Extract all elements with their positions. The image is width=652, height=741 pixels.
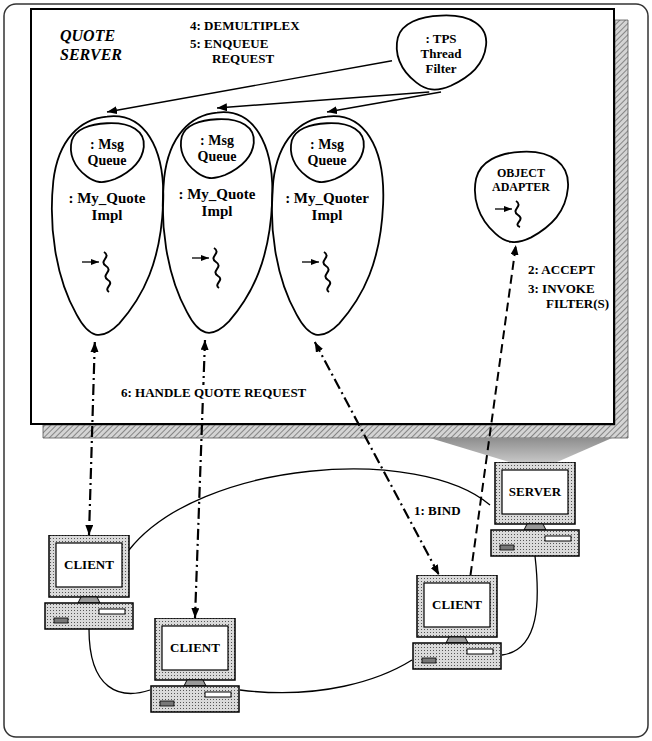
blob-path: [272, 116, 383, 335]
callout-label: 2: ACCEPT: [528, 262, 612, 277]
object-blob: : TPS Thread Filter: [392, 14, 490, 92]
computer-node: CLIENT: [412, 575, 502, 671]
thread-arrow: [495, 208, 512, 209]
object-label: : TPS Thread Filter: [410, 31, 472, 76]
callout-wedge: [430, 438, 612, 466]
network-wire: [89, 629, 150, 693]
object-label: : Msg Queue: [186, 133, 248, 165]
blob-path: [475, 152, 568, 242]
connector: [195, 340, 205, 618]
thread-arrow: [82, 261, 99, 262]
callout-label: 1: BIND: [414, 503, 461, 518]
thread-squiggle: [515, 201, 520, 227]
connector: [315, 342, 439, 575]
blob-path: [181, 119, 254, 178]
screen-label: SERVER: [502, 470, 568, 514]
object-label: : My_Quoter Impl: [278, 190, 376, 224]
blob-path: [291, 123, 364, 182]
callout-label: 6: HANDLE QUOTE REQUEST: [118, 385, 309, 400]
computer-icon: [413, 575, 501, 669]
thread-squiggle: [103, 252, 110, 292]
server-title: QUOTE SERVER: [60, 26, 155, 64]
object-label: : My_Quote Impl: [168, 186, 266, 220]
computer-icon: [45, 535, 133, 629]
blob-outline: [470, 150, 572, 245]
computer-node: SERVER: [490, 462, 580, 558]
network-wire: [502, 556, 537, 655]
network-wire: [129, 469, 490, 550]
blob-path: [52, 116, 163, 335]
server-box: QUOTE SERVER : TPS Thread Filter : My_Quot…: [30, 8, 615, 425]
object-label: : Msg Queue: [296, 137, 358, 169]
object-blob: : Msg Queue: [287, 122, 367, 184]
blob-path: [71, 123, 144, 182]
callout-label: 4: DEMULTIPLEX: [190, 18, 350, 33]
connector: [471, 245, 516, 575]
object-label: : Msg Queue: [76, 137, 138, 169]
object-blob: OBJECT ADAPTER: [470, 150, 572, 245]
outer-frame: [4, 4, 648, 737]
object-blob: : Msg Queue: [177, 118, 257, 180]
object-label: OBJECT ADAPTER: [482, 166, 560, 194]
thread-arrow: [192, 257, 209, 258]
connector: [327, 92, 441, 112]
blob-path: [163, 112, 273, 333]
object-blob: : My_Quote Impl : Msg Queue: [157, 108, 277, 340]
computer-icon: [491, 462, 579, 556]
thread-squiggle: [213, 248, 220, 288]
thread-arrow: [302, 261, 319, 262]
object-label: : My_Quote Impl: [58, 190, 156, 224]
blob-path: [397, 15, 487, 89]
computer-icon: [151, 618, 239, 712]
network-wire: [240, 660, 412, 693]
server-ground: [30, 8, 615, 425]
object-blob: : My_Quoter Impl : Msg Queue: [266, 112, 388, 342]
screen-label: CLIENT: [424, 583, 490, 627]
connector: [107, 61, 392, 112]
computer-node: CLIENT: [150, 618, 240, 714]
screen-label: CLIENT: [162, 626, 228, 670]
object-blob: : Msg Queue: [67, 122, 147, 184]
connector: [89, 342, 95, 535]
computer-node: CLIENT: [44, 535, 134, 631]
callout-label: 5: ENQUEUE REQUEST: [190, 36, 322, 66]
thread-squiggle: [323, 252, 330, 292]
object-blob: : My_Quote Impl : Msg Queue: [46, 112, 168, 342]
screen-label: CLIENT: [56, 543, 122, 587]
callout-label: 3: INVOKE FILTER(S): [528, 281, 630, 311]
